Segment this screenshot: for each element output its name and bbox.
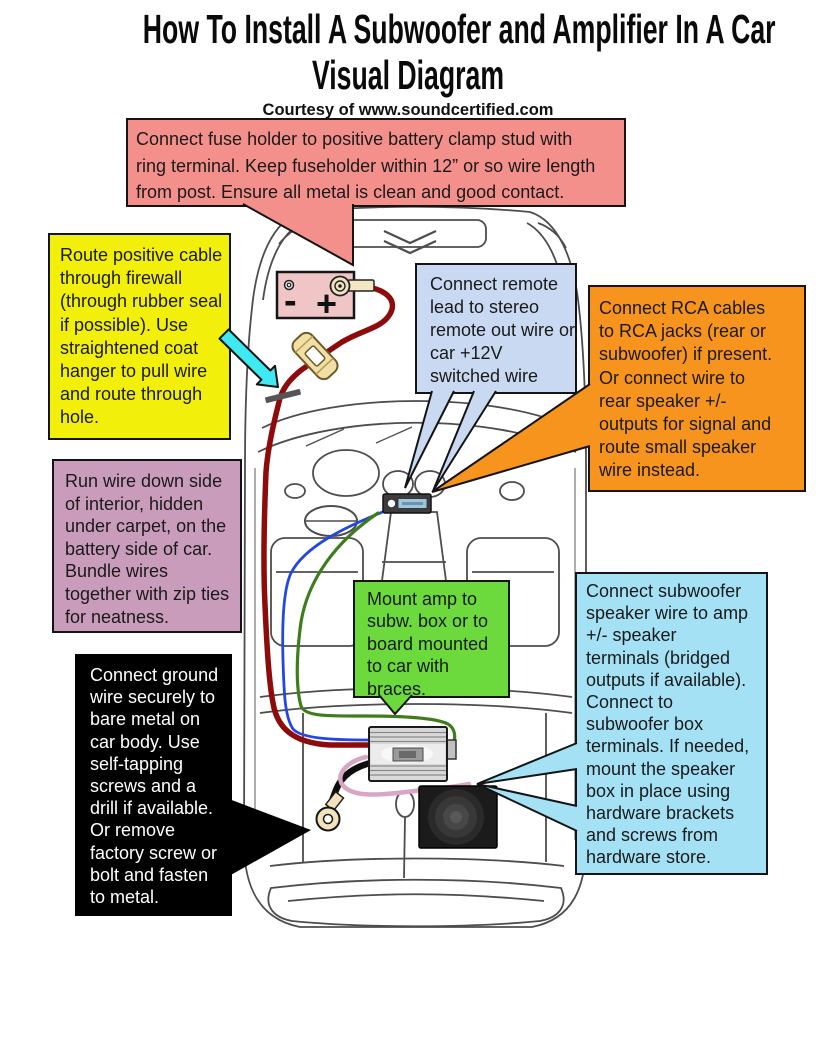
subwoofer (418, 785, 498, 849)
callout-subwoofer-wiring: Connect subwoofer speaker wire to amp +/… (575, 572, 768, 875)
callout-ground-wire: Connect ground wire securely to bare met… (75, 654, 232, 916)
page-header: How To Install A Subwoofer and Amplifier… (0, 0, 816, 120)
fuse-holder (291, 331, 339, 381)
firewall-grommet (265, 388, 301, 404)
battery-minus-label: - (284, 280, 297, 322)
dash-binnacle (312, 449, 380, 497)
ground-ring-terminal (315, 790, 345, 832)
rca-signal-wire (281, 509, 387, 742)
courtesy-credit: Courtesy of www.soundcertified.com (262, 101, 554, 119)
dash-vent (284, 483, 306, 499)
battery-plus-label: + (316, 283, 337, 324)
title-line-2: Visual Diagram (311, 52, 505, 98)
page-title: How To Install A Subwoofer and Amplifier… (0, 6, 816, 98)
callout-remote-lead: Connect remote lead to stereo remote out… (415, 263, 577, 394)
power-wire (261, 283, 396, 748)
hood-chevron-icon (383, 230, 437, 255)
battery-neg-screw (283, 279, 295, 291)
title-line-1: How To Install A Subwoofer and Amplifier… (142, 6, 776, 52)
callout-interior-wiring: Run wire down side of interior, hidden u… (52, 459, 242, 633)
battery: - + (275, 270, 375, 324)
callout-rca-cables: Connect RCA cables to RCA jacks (rear or… (588, 285, 806, 492)
callout-amp-mounting: Mount amp to subw. box or to board mount… (353, 580, 510, 699)
callout-firewall-routing: Route positive cable through firewall (t… (48, 233, 231, 440)
remote-wire (295, 511, 457, 744)
callout-fuse-holder: Connect fuse holder to positive battery … (126, 118, 626, 207)
amplifier (368, 726, 457, 782)
trunk-lid (267, 878, 565, 928)
battery-stud (347, 279, 375, 292)
head-unit-knob (386, 498, 397, 509)
head-unit (382, 493, 432, 514)
